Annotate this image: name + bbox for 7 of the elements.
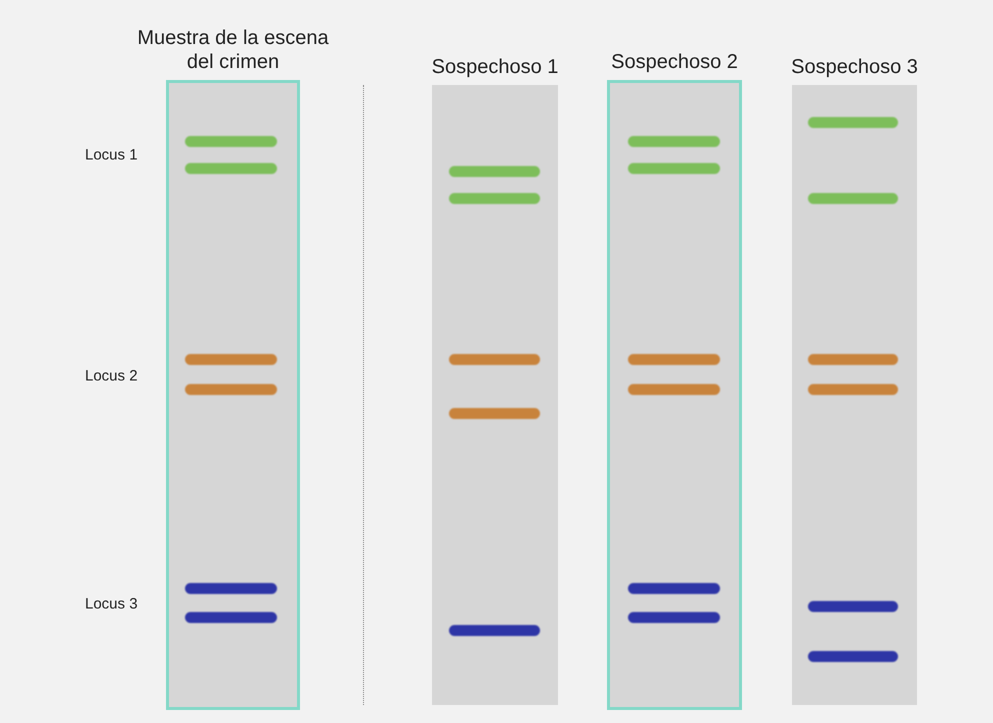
locus-label: Locus 1 [85,146,138,164]
locus-label: Locus 3 [85,596,138,612]
lane-heading: Sospechoso 3 [790,55,919,79]
lane-heading: Sospechoso 2 [610,50,739,74]
locus-label: Locus 2 [85,368,138,384]
lane-heading: Muestra de la escena del crimen [136,26,330,74]
lane-heading: Sospechoso 1 [430,55,560,79]
